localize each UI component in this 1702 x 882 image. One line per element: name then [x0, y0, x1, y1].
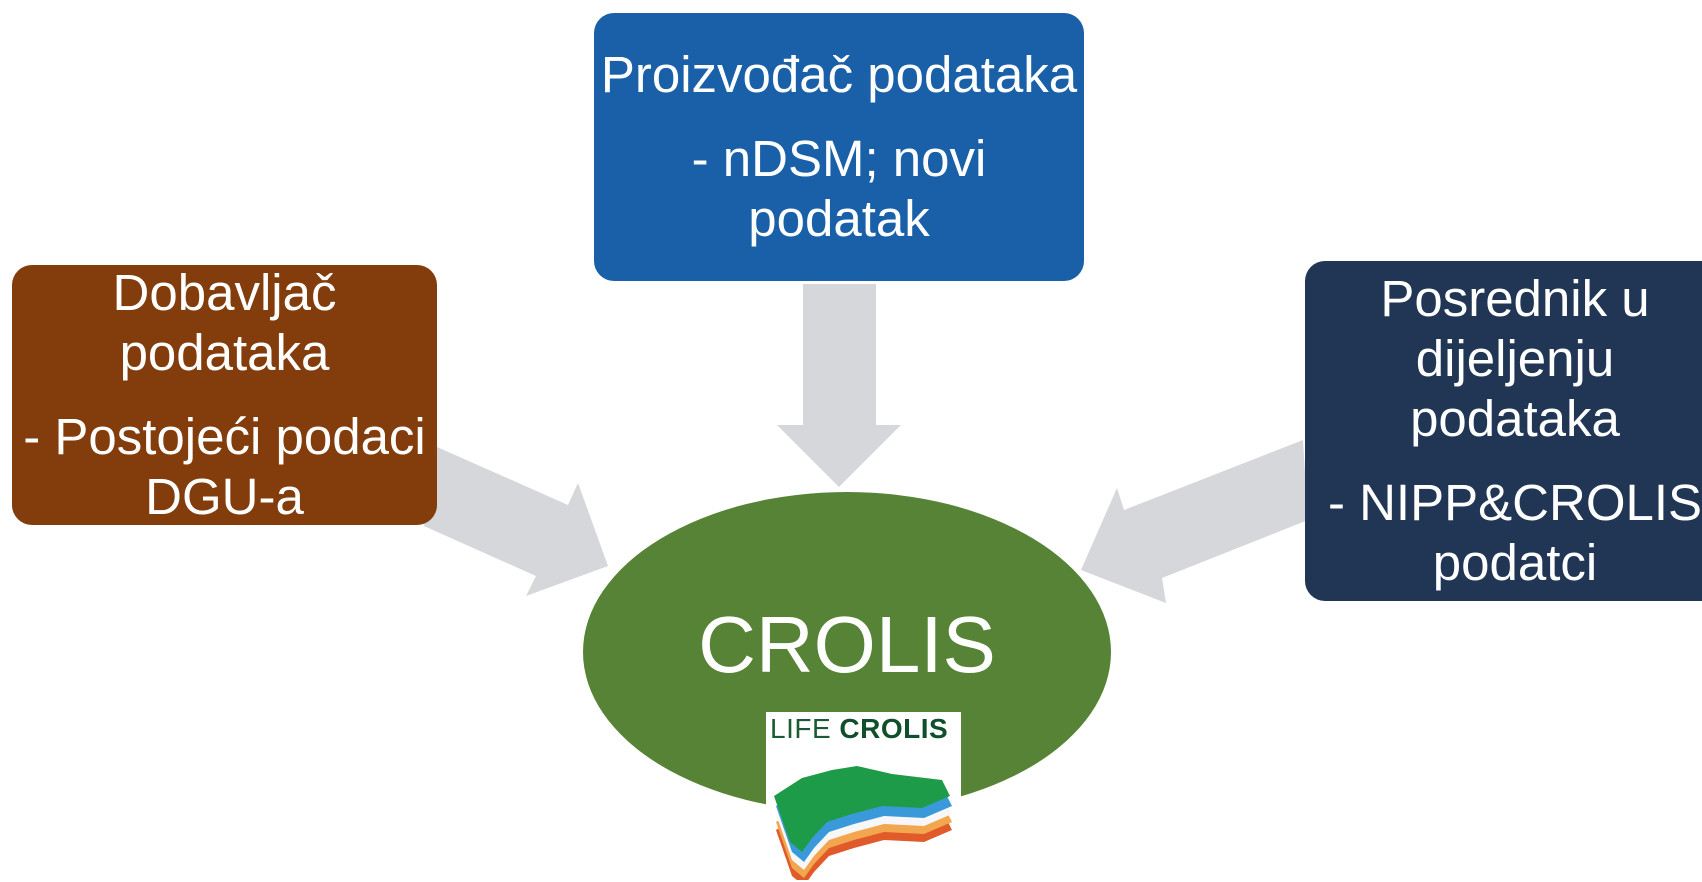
center-ellipse: [583, 492, 1111, 812]
logo-name: CROLIS: [839, 713, 949, 744]
logo-text: LIFE CROLIS: [770, 713, 948, 745]
producer-role: Proizvođač podataka: [600, 46, 1078, 103]
center-label: CROLIS: [698, 600, 996, 689]
croatia-map-icon: [774, 766, 952, 880]
producer-box: Proizvođač podataka - nDSM; novi podatak: [594, 13, 1084, 281]
arrow-from-supplier: [424, 447, 608, 596]
supplier-role: Dobavljač podataka: [112, 264, 337, 381]
intermediary-detail: - NIPP&CROLIS podatci: [1327, 474, 1702, 591]
producer-detail: - nDSM; novi podatak: [691, 130, 987, 247]
intermediary-role: Posrednik u dijeljenju podataka: [1380, 270, 1650, 447]
arrow-from-intermediary: [1081, 440, 1308, 603]
supplier-box: Dobavljač podataka - Postojeći podaci DG…: [12, 264, 437, 525]
intermediary-box: Posrednik u dijeljenju podataka - NIPP&C…: [1305, 261, 1702, 601]
life-crolis-logo: LIFE CROLIS: [766, 712, 961, 882]
supplier-detail: - Postojeći podaci DGU-a: [23, 408, 426, 525]
logo-prefix: LIFE: [770, 713, 832, 744]
arrow-down-from-producer: [777, 284, 901, 487]
